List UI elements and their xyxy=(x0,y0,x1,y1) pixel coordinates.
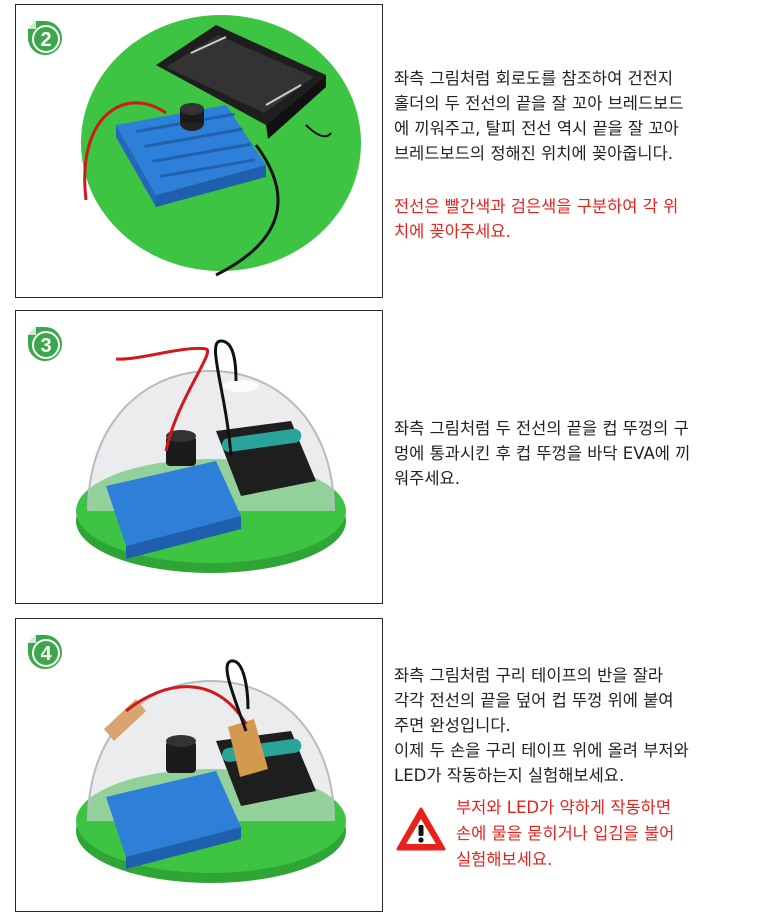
breadboard xyxy=(106,771,241,857)
buzzer xyxy=(166,436,196,466)
step-3-image-frame: 3 xyxy=(15,310,383,604)
red-wire xyxy=(125,685,248,725)
step-3-illustration xyxy=(76,339,346,573)
copper-tape-left xyxy=(104,699,146,741)
step-2-illustration xyxy=(81,15,361,277)
step-badge-icon: 4 xyxy=(28,635,62,669)
black-wire xyxy=(225,659,250,732)
svg-text:2: 2 xyxy=(40,29,51,51)
step-4-illustration xyxy=(76,659,346,883)
step-2-image-frame: 2 xyxy=(15,4,383,298)
red-wire xyxy=(83,101,167,201)
step-4-image-frame: 4 xyxy=(15,618,383,912)
svg-text:3: 3 xyxy=(40,335,51,357)
buzzer xyxy=(166,741,196,773)
breadboard xyxy=(116,105,266,207)
step-3-description: 좌측 그림처럼 두 전선의 끝을 컵 뚜껑의 구 멍에 통과시킨 후 컵 뚜껑을… xyxy=(394,419,691,488)
warning-triangle-icon xyxy=(396,807,446,851)
svg-text:4: 4 xyxy=(40,643,52,665)
step-badge-icon: 2 xyxy=(28,21,62,55)
battery-holder xyxy=(156,25,326,139)
breadboard xyxy=(106,461,241,546)
red-wire xyxy=(115,346,210,452)
step-4-warning: 부저와 LED가 약하게 작동하면 손에 물을 묻히거나 입김을 불어 실험해보… xyxy=(456,798,675,869)
step-2-description: 좌측 그림처럼 회로도를 참조하여 건전지 홀더의 두 전선의 끝을 잘 꼬아 … xyxy=(394,69,684,163)
step-badge-icon: 3 xyxy=(28,327,62,361)
step-2-note: 전선은 빨간색과 검은색을 구분하여 각 위 치에 꽂아주세요. xyxy=(394,197,679,241)
copper-tape-right xyxy=(228,719,268,777)
black-wire xyxy=(215,144,280,277)
step-4-description: 좌측 그림처럼 구리 테이프의 반을 잘라 각각 전선의 끝을 덮어 컵 뚜껑 … xyxy=(394,666,689,785)
black-wire xyxy=(214,339,238,457)
